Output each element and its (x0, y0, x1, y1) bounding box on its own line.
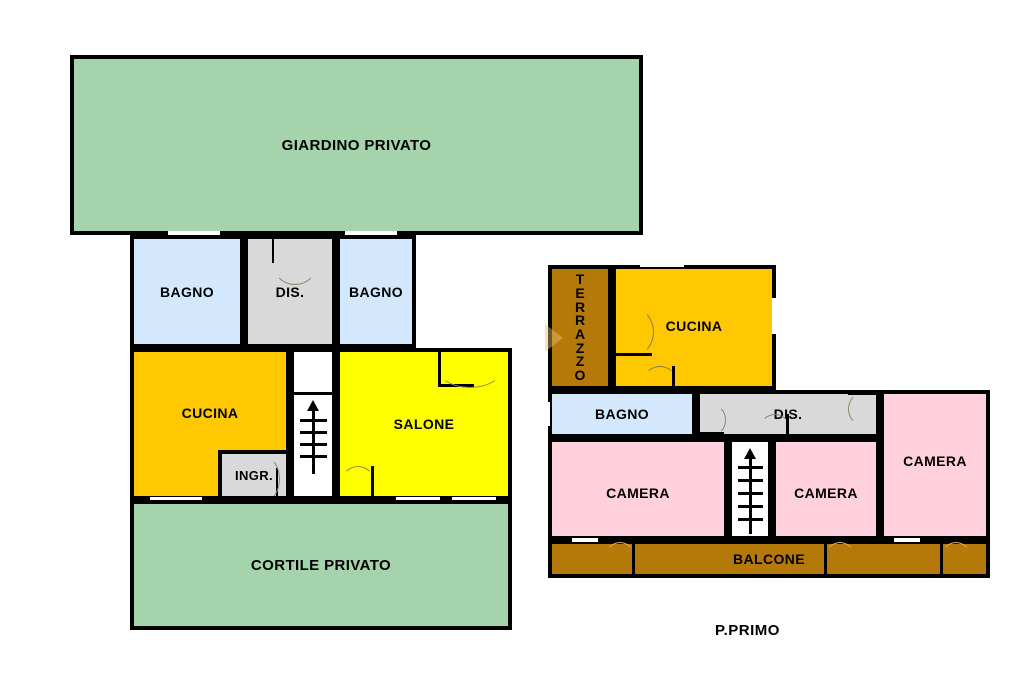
stair-tread-piano-primo-3 (738, 492, 763, 495)
stair-tread-piano-primo-1 (738, 466, 763, 469)
room-label-balcone: BALCONE (732, 551, 806, 567)
terrazzo-letter-2: E (575, 284, 585, 301)
window-salone-south-a (396, 497, 440, 501)
door-swing-balcone-2 (824, 542, 856, 578)
stair-arrow-shaft-piano-primo (749, 456, 752, 534)
terrazzo-letter-5: A (574, 326, 586, 342)
room-label-disimpegno: DIS. (275, 283, 305, 300)
door-swing-balcone-3 (940, 542, 972, 578)
room-label-camera-3: CAMERA (903, 453, 967, 469)
terrazzo-letter-1: T (575, 271, 585, 288)
room-label-bagno-est: BAGNO (348, 283, 404, 300)
window-bagno-p1-west (546, 402, 550, 426)
room-label-cucina-piano-primo: CUCINA (665, 317, 723, 334)
window-salone-south-b (452, 497, 496, 501)
terrazzo-letter-3: R (574, 298, 586, 315)
stair-arrow-shaft-piano-terra (312, 408, 315, 474)
door-swing-dis-p1-west (698, 404, 726, 436)
room-bagno-est[interactable]: BAGNO (336, 235, 416, 348)
window-giardino-south-b (345, 231, 397, 235)
room-camera-1[interactable]: CAMERA (548, 438, 728, 540)
terrazzo-letter-6: Z (575, 339, 585, 356)
stairwell-piano-terra[interactable] (290, 348, 336, 500)
door-swing-dis-p1-center (760, 414, 790, 442)
room-label-salone: SALONE (393, 416, 455, 432)
room-bagno-piano-primo[interactable]: BAGNO (548, 390, 696, 438)
stair-tread-piano-primo-2 (738, 479, 763, 482)
window-cucina-p1-east (772, 298, 776, 334)
door-swing-disimpegno-north (272, 239, 318, 285)
door-swing-balcone-1 (604, 542, 636, 578)
room-label-bagno-piano-primo: BAGNO (594, 406, 650, 422)
room-camera-2[interactable]: CAMERA (772, 438, 880, 540)
terrazzo-letter-7: Z (575, 353, 585, 370)
door-swing-cucina-p1-south (644, 366, 676, 394)
stair-tread-piano-terra-4 (300, 455, 327, 458)
stair-tread-piano-primo-5 (738, 518, 763, 521)
room-label-terrazzo: T E R R A Z Z O (568, 258, 592, 398)
room-label-cucina-piano-terra: CUCINA (181, 405, 239, 421)
stair-tread-piano-terra-3 (300, 443, 327, 446)
stair-arrow-head-piano-terra (307, 400, 319, 411)
door-swing-dis-p1-east (848, 392, 880, 426)
room-cortile-privato[interactable]: CORTILE PRIVATO (130, 500, 512, 630)
door-swing-cucina-p1-west (614, 308, 654, 356)
window-giardino-south-a (168, 231, 220, 235)
door-leaf-disimpegno-north (272, 239, 274, 263)
direction-marker-triangle (545, 324, 563, 352)
window-camera-1-south (572, 538, 598, 542)
stair-tread-piano-terra-1 (300, 419, 327, 422)
room-label-camera-1: CAMERA (606, 485, 670, 501)
stair-landing-divider-piano-terra (290, 392, 336, 395)
window-cucina-pt-south (150, 497, 202, 501)
room-camera-3[interactable]: CAMERA (880, 390, 990, 540)
room-label-camera-2: CAMERA (794, 485, 858, 501)
door-swing-salone-southwest (341, 466, 375, 500)
terrazzo-letter-8: O (574, 367, 586, 384)
room-bagno-ovest[interactable]: BAGNO (130, 235, 244, 348)
room-terrazzo[interactable] (548, 265, 612, 390)
room-giardino-privato[interactable]: GIARDINO PRIVATO (70, 55, 643, 235)
door-swing-salone-north (438, 350, 502, 388)
room-label-giardino: GIARDINO PRIVATO (281, 136, 432, 154)
window-camera-3-south (894, 538, 920, 542)
stair-tread-piano-primo-4 (738, 505, 763, 508)
door-swing-ingresso (248, 456, 280, 502)
window-cucina-p1-north (640, 263, 684, 267)
floor-caption-piano-primo: P.PRIMO (715, 622, 780, 639)
terrazzo-letter-4: R (574, 312, 586, 329)
stair-arrow-head-piano-primo (744, 448, 756, 459)
stair-tread-piano-terra-2 (300, 431, 327, 434)
room-label-cortile: CORTILE PRIVATO (250, 556, 392, 574)
room-label-bagno-ovest: BAGNO (159, 283, 215, 300)
